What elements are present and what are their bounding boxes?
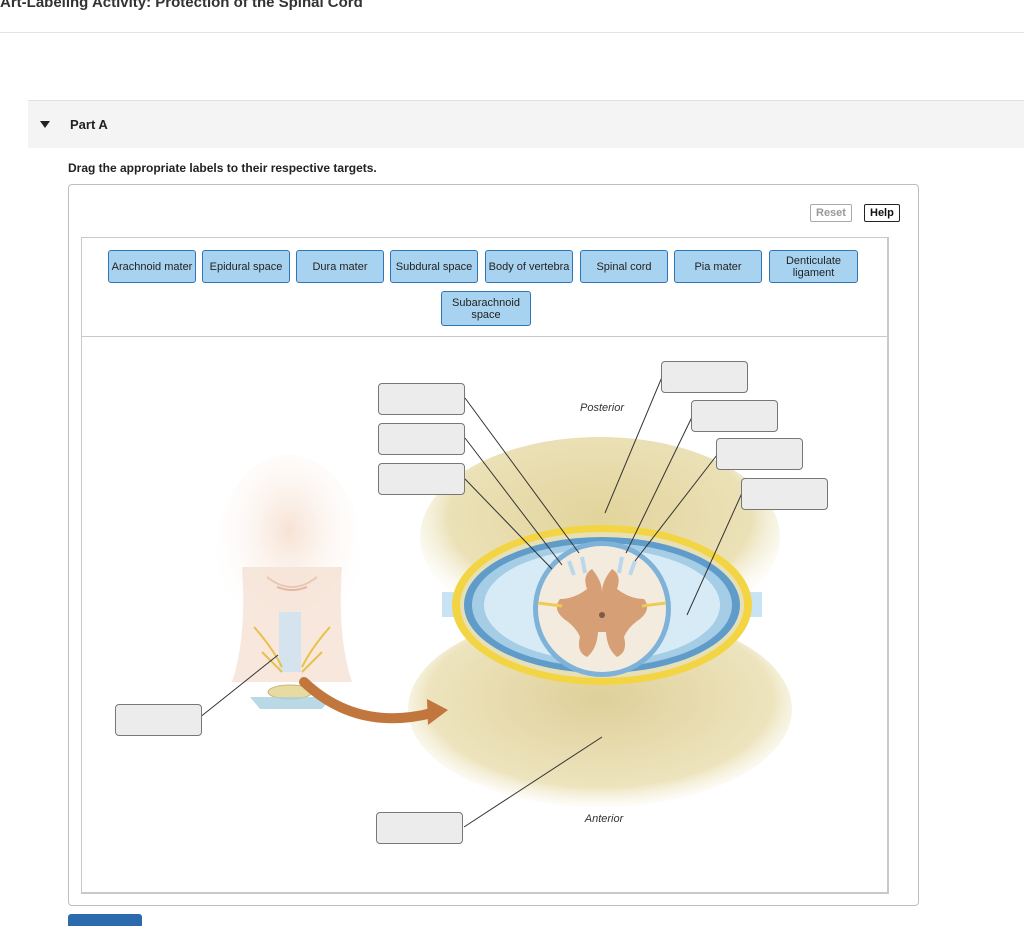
drop-target-3[interactable] — [378, 463, 465, 495]
instruction-text: Drag the appropriate labels to their res… — [68, 161, 377, 175]
reset-button[interactable]: Reset — [810, 204, 852, 222]
part-title: Part A — [70, 117, 108, 132]
drop-target-1[interactable] — [378, 383, 465, 415]
drop-target-8[interactable] — [115, 704, 202, 736]
page-title: Art-Labeling Activity: Protection of the… — [0, 0, 363, 11]
label-body-of-vertebra[interactable]: Body of vertebra — [485, 250, 573, 283]
label-epidural-space[interactable]: Epidural space — [202, 250, 290, 283]
part-header[interactable]: Part A — [28, 100, 1024, 148]
label-denticulate-ligament[interactable]: Denticulate ligament — [769, 250, 858, 283]
drop-target-2[interactable] — [378, 423, 465, 455]
spinal-cord-illustration: Posterior Anterior — [198, 376, 792, 828]
label-subdural-space[interactable]: Subdural space — [390, 250, 478, 283]
leader-lines — [198, 376, 743, 828]
label-subarachnoid-space[interactable]: Subarachnoid space — [441, 291, 531, 326]
caret-down-icon[interactable] — [40, 121, 50, 128]
neck-illustration — [217, 455, 361, 709]
drop-target-4[interactable] — [661, 361, 748, 393]
label-arachnoid-mater[interactable]: Arachnoid mater — [108, 250, 196, 283]
label-spinal-cord[interactable]: Spinal cord — [580, 250, 668, 283]
label-pia-mater[interactable]: Pia mater — [674, 250, 762, 283]
arrow-icon — [299, 677, 437, 724]
title-divider — [0, 32, 1024, 33]
posterior-label: Posterior — [580, 402, 625, 414]
drop-target-5[interactable] — [691, 400, 778, 432]
vertebra-cross-section — [408, 437, 792, 807]
drop-target-6[interactable] — [716, 438, 803, 470]
drop-target-7[interactable] — [741, 478, 828, 510]
anterior-label: Anterior — [584, 813, 625, 825]
label-bank: Arachnoid mater Epidural space Dura mate… — [81, 237, 889, 337]
drop-target-9[interactable] — [376, 812, 463, 844]
diagram-area: Posterior Anterior — [81, 337, 889, 894]
label-dura-mater[interactable]: Dura mater — [296, 250, 384, 283]
help-button[interactable]: Help — [864, 204, 900, 222]
arrow-head-icon — [427, 699, 448, 725]
submit-button[interactable] — [68, 914, 142, 926]
